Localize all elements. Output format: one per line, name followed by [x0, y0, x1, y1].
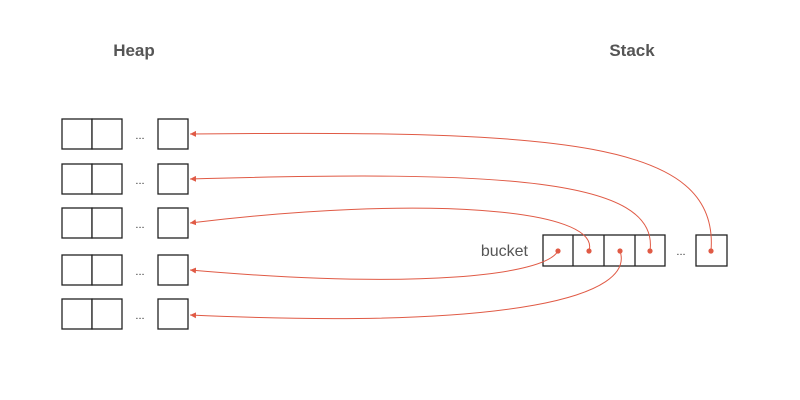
heap-row-5: ... — [61, 298, 189, 330]
pointer-arrow-slot-1-to-row-4 — [189, 250, 559, 280]
heap-row-3: ... — [61, 207, 189, 239]
heap-tail-cell — [157, 207, 189, 239]
heap-ellipsis: ... — [135, 310, 144, 322]
pointer-dot — [647, 248, 653, 254]
stack-title: Stack — [609, 41, 655, 60]
heap-cell — [91, 163, 123, 195]
heap-title: Heap — [113, 41, 155, 60]
heap-ellipsis: ... — [135, 266, 144, 278]
heap-row-2: ... — [61, 163, 189, 195]
heap-tail-cell — [157, 254, 189, 286]
heap-row-1: ... — [61, 118, 189, 150]
pointer-arrow-slot-4-to-row-2 — [189, 175, 651, 252]
pointer-dot — [555, 248, 561, 254]
bucket-ellipsis: ... — [676, 246, 685, 258]
pointer-arrow-slot-last-to-row-1 — [189, 130, 712, 252]
heap-cell — [91, 118, 123, 150]
heap-row-4: ... — [61, 254, 189, 286]
heap-cell — [61, 207, 93, 239]
bucket-label: bucket — [481, 243, 529, 260]
pointer-dot — [586, 248, 592, 254]
heap-tail-cell — [157, 298, 189, 330]
heap-cell — [61, 298, 93, 330]
heap-tail-cell — [157, 118, 189, 150]
heap-tail-cell — [157, 163, 189, 195]
pointer-dot — [708, 248, 714, 254]
heap-cell — [91, 207, 123, 239]
pointer-dot — [617, 248, 623, 254]
pointer-arrow-slot-2-to-row-3 — [189, 207, 591, 252]
bucket-array — [542, 234, 666, 267]
heap-cell — [61, 254, 93, 286]
heap-ellipsis: ... — [135, 130, 144, 142]
heap-ellipsis: ... — [135, 175, 144, 187]
pointer-arrow-slot-3-to-row-5 — [189, 250, 622, 320]
heap-cell — [91, 298, 123, 330]
heap-cell — [61, 163, 93, 195]
heap-ellipsis: ... — [135, 219, 144, 231]
heap-cell — [61, 118, 93, 150]
heap-cell — [91, 254, 123, 286]
